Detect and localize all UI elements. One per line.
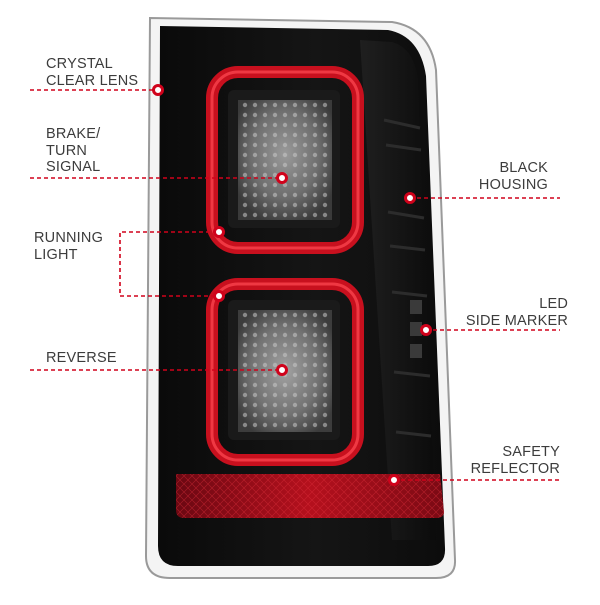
label-black-housing: BLACK HOUSING bbox=[478, 160, 548, 193]
leader-running-light bbox=[119, 231, 217, 297]
dot-brake-turn bbox=[276, 172, 288, 184]
label-reverse: REVERSE bbox=[46, 350, 117, 366]
label-running-light: RUNNING LIGHT bbox=[34, 230, 104, 263]
label-crystal-clear-lens: CRYSTAL CLEAR LENS bbox=[46, 56, 139, 89]
dot-running-light-top bbox=[213, 226, 225, 238]
label-led-side-marker: LED SIDE MARKER bbox=[465, 296, 568, 329]
dot-black-housing bbox=[404, 192, 416, 204]
label-safety-reflector: SAFETY REFLECTOR bbox=[470, 444, 560, 477]
dot-reverse bbox=[276, 364, 288, 376]
dot-running-light-bottom bbox=[213, 290, 225, 302]
dot-safety-reflector bbox=[388, 474, 400, 486]
dot-led-side-marker bbox=[420, 324, 432, 336]
side-ridges bbox=[383, 118, 432, 438]
label-brake-turn-signal: BRAKE/ TURN SIGNAL bbox=[46, 126, 101, 175]
housing-side-panel bbox=[360, 40, 436, 540]
dot-crystal-lens bbox=[152, 84, 164, 96]
side-marker-slots bbox=[410, 300, 422, 358]
